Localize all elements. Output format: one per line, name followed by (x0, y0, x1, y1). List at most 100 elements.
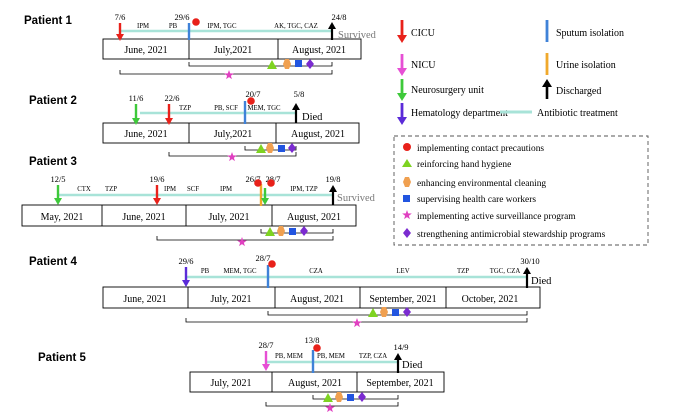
antibiotic-label: LEV (396, 268, 409, 275)
legend-measure-stewardship: strengthening antimicrobial stewardship … (403, 228, 606, 240)
cleaning-hexagon (266, 143, 274, 153)
supervising-square (289, 228, 296, 235)
month-label: September, 2021 (369, 294, 436, 305)
stewardship-diamond-icon (403, 228, 411, 238)
legend-label: Hematology department (411, 108, 508, 119)
legend-label: CICU (411, 28, 436, 39)
antibiotic-label: TGC, CZA (490, 268, 521, 275)
antibiotic-label: IPM, TGC (208, 23, 237, 30)
stewardship-diamond (288, 143, 296, 153)
month-label: July, 2021 (210, 294, 251, 305)
neurosurgery-arrow (132, 104, 140, 125)
hematology-arrow (182, 267, 190, 287)
legend-events: CICU NICU Neurosurgery unit Hematology d… (397, 20, 624, 125)
month-label: May, 2021 (41, 212, 84, 223)
supervising-square (392, 309, 399, 316)
antibiotic-label: PB, MEM (275, 353, 303, 360)
cleaning-hexagon (277, 226, 285, 236)
hand-hygiene-triangle (265, 227, 275, 236)
contact-precaution-circle (313, 344, 321, 352)
cicu-arrow (165, 104, 173, 125)
cicu-arrow (153, 185, 161, 205)
month-axis: June, 2021 July, 2021 August, 2021 Septe… (102, 286, 541, 309)
surveillance-star (224, 70, 234, 80)
intervention-symbols (352, 307, 411, 328)
month-label: June, 2021 (122, 212, 165, 223)
event-date: 29/6 (178, 256, 193, 266)
antibiotic-label: CTX (77, 186, 91, 193)
patient-3: Patient 3 May, 2021 June, 2021 July, 202… (21, 156, 376, 247)
month-label: August, 2021 (292, 45, 346, 56)
patient-5: Patient 5 July, 2021 August, 2021 Septem… (38, 335, 445, 413)
event-date: 22/6 (164, 93, 179, 103)
legend-item-cicu: CICU (397, 20, 436, 43)
month-label: July, 2021 (210, 378, 251, 389)
legend-measure-surveillance: implementing active surveillance program (402, 210, 576, 222)
outcome-label: Died (302, 112, 323, 123)
month-axis: June, 2021 July,2021 August, 2021 (102, 122, 360, 144)
surveillance-star (352, 318, 362, 328)
legend-label: reinforcing hand hygiene (417, 159, 511, 170)
month-label: October, 2021 (462, 294, 519, 305)
event-date: 24/8 (331, 12, 346, 22)
antibiotic-label: IPM (220, 186, 232, 193)
legend-label: enhancing environmental cleaning (417, 179, 546, 189)
intervention-symbols (224, 59, 314, 80)
discharged-arrow (292, 103, 300, 123)
supervising-square (295, 60, 302, 67)
month-label: July,2021 (214, 129, 253, 140)
legend-item-neurosurgery: Neurosurgery unit (397, 79, 484, 101)
intervention-symbols (323, 392, 366, 413)
month-label: June, 2021 (123, 294, 166, 305)
hand-hygiene-triangle (256, 144, 266, 153)
legend-measure-contact: implementing contact precautions (403, 143, 544, 154)
antibiotic-label: PB (169, 23, 178, 30)
hand-hygiene-triangle (323, 393, 333, 402)
legend-item-urine: Urine isolation (545, 53, 616, 75)
legend-item-discharged: Discharged (542, 79, 601, 99)
patient-title: Patient 5 (38, 352, 87, 364)
supervising-square (278, 145, 285, 152)
neurosurgery-arrow (54, 185, 62, 205)
intervention-symbols (227, 143, 296, 162)
patient-title: Patient 1 (24, 15, 73, 27)
antibiotic-label: TZP, CZA (359, 353, 387, 360)
month-label: August, 2021 (288, 378, 342, 389)
event-date: 29/6 (174, 12, 189, 22)
patient-4: Patient 4 June, 2021 July, 2021 August, … (29, 253, 552, 328)
stewardship-diamond (306, 59, 314, 69)
outcome-label: Survived (337, 193, 376, 204)
month-label: July, 2021 (208, 212, 249, 223)
surveillance-star-icon (402, 210, 412, 220)
month-axis: June, 2021 July,2021 August, 2021 (102, 38, 362, 60)
cleaning-hexagon (283, 59, 291, 69)
legend-label: Discharged (556, 86, 601, 97)
event-date: 7/6 (115, 12, 126, 22)
antibiotic-label: CZA (309, 268, 323, 275)
discharged-arrow (329, 185, 337, 205)
event-date: 13/8 (304, 335, 319, 345)
month-label: August, 2021 (287, 212, 341, 223)
antibiotic-label: MEM, TGC (247, 105, 281, 112)
month-label: June, 2021 (124, 129, 167, 140)
antibiotic-label: TZP (105, 186, 117, 193)
patient-title: Patient 3 (29, 156, 77, 168)
legend-measure-hygiene: reinforcing hand hygiene (402, 159, 511, 170)
antibiotic-label: SCF (187, 186, 199, 193)
surveillance-star (325, 403, 335, 413)
month-axis: May, 2021 June, 2021 July, 2021 August, … (21, 204, 357, 227)
month-label: August, 2021 (291, 129, 345, 140)
legend-label: implementing active surveillance program (417, 212, 576, 222)
legend-label: strengthening antimicrobial stewardship … (417, 230, 606, 240)
legend-item-sputum: Sputum isolation (545, 20, 624, 42)
patient-title: Patient 2 (29, 95, 77, 107)
legend-measure-supervising: supervising health care workers (403, 195, 536, 205)
supervising-square-icon (403, 195, 410, 202)
intervention-brackets (156, 229, 334, 241)
event-date: 14/9 (393, 342, 408, 352)
antibiotic-label: PB (201, 268, 210, 275)
event-date: 28/7 (258, 340, 273, 350)
antibiotic-label: PB, SCF (214, 105, 238, 112)
month-label: September, 2021 (366, 378, 433, 389)
